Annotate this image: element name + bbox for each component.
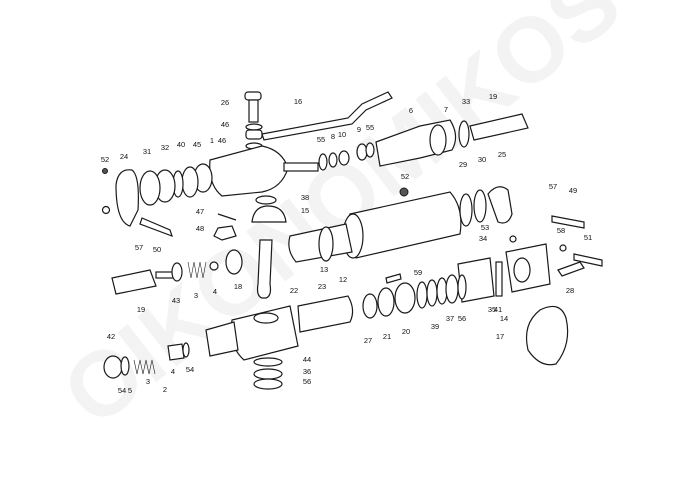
callout-label: 1 [210,136,214,145]
callout-label: 19 [137,305,145,314]
callout-label: 46 [221,120,229,129]
callout-label: 12 [339,275,347,284]
callout-label: 29 [459,160,467,169]
callout-label: 10 [338,130,346,139]
callout-label: 31 [143,147,151,156]
callout-label: 2 [163,385,167,394]
callout-label: 13 [320,265,328,274]
callout-label: 36 [303,367,311,376]
callout-label: 9 [357,125,361,134]
socket-18 [225,249,243,275]
sleeve-23 [297,295,354,333]
callout-label: 15 [301,206,309,215]
end-bracket-25 [487,186,513,224]
screw-59 [385,273,402,284]
callout-label: 55 [366,123,374,132]
rack-tube [288,186,513,263]
dust-boot-15 [251,205,287,223]
callout-label: 14 [500,314,508,323]
callout-label: 16 [294,97,302,106]
callout-label: 33 [462,97,470,106]
callout-label: 54 [186,365,194,374]
callout-label: 22 [290,286,298,295]
callout-label: 57 [549,182,557,191]
callout-label: 45 [193,140,201,149]
callout-label: 4 [213,287,217,296]
callout-label: 24 [120,152,128,161]
callout-label: 8 [331,132,335,141]
valve-housing [193,145,319,197]
callout-label: 59 [414,268,422,277]
callout-label: 6 [409,106,413,115]
callout-label: 49 [569,186,577,195]
callout-label: 46 [218,136,226,145]
retaining-clip-17 [525,305,569,366]
callout-label: 43 [172,296,180,305]
callout-label: 26 [221,98,229,107]
callout-label: 39 [431,322,439,331]
pipe [261,91,393,141]
input-shaft [469,113,529,141]
callout-label: 5 [128,386,132,395]
callout-label: 35 [488,305,496,314]
callout-label: 51 [584,233,592,242]
callout-label: 52 [101,155,109,164]
spring-3 [187,261,207,279]
callout-label: 17 [496,332,504,341]
callout-label: 7 [444,105,448,114]
callout-label: 47 [196,207,204,216]
callout-label: 21 [383,332,391,341]
callout-label: 57 [135,243,143,252]
banjo-bolt [244,91,263,150]
callout-label: 4 [171,367,175,376]
callout-label: 30 [478,155,486,164]
callout-label: 25 [498,150,506,159]
castle-nut-48 [213,225,237,241]
bolt-28 [557,261,585,277]
callout-label: 34 [479,234,487,243]
callout-label: 3 [194,291,198,300]
callout-label: 53 [481,223,489,232]
callout-label: 44 [303,355,311,364]
adjuster-31 [139,170,161,206]
callout-label: 23 [318,282,326,291]
callout-label: 56 [458,314,466,323]
callout-label: 48 [196,224,204,233]
callout-label: 41 [494,305,502,314]
watermark: OIKONOMIKOS [45,0,639,446]
ball-pin [256,239,273,299]
callout-label: 28 [566,286,574,295]
tie-rod-19 [111,269,157,295]
ring-45 [181,166,199,198]
callout-label: 38 [301,193,309,202]
callout-label: 42 [107,332,115,341]
clamp-24 [115,169,139,227]
callout-label: 52 [401,172,409,181]
callout-label: 58 [557,226,565,235]
callout-label: 54 [118,386,126,395]
callout-label: 20 [402,327,410,336]
callout-label: 32 [161,143,169,152]
callout-label: 55 [317,135,325,144]
callout-label: 3 [146,377,150,386]
bolt-50 [139,217,173,238]
callout-label: 19 [489,92,497,101]
callout-label: 18 [234,282,242,291]
bolt-51 [573,253,603,267]
callout-label: 40 [177,140,185,149]
bolt-49 [551,215,585,229]
callout-label: 56 [303,377,311,386]
callout-label: 27 [364,336,372,345]
cap-42 [103,355,123,379]
callout-label: 37 [446,314,454,323]
callout-label: 50 [153,245,161,254]
nut-52 [102,168,108,174]
nut-52b [399,187,409,197]
